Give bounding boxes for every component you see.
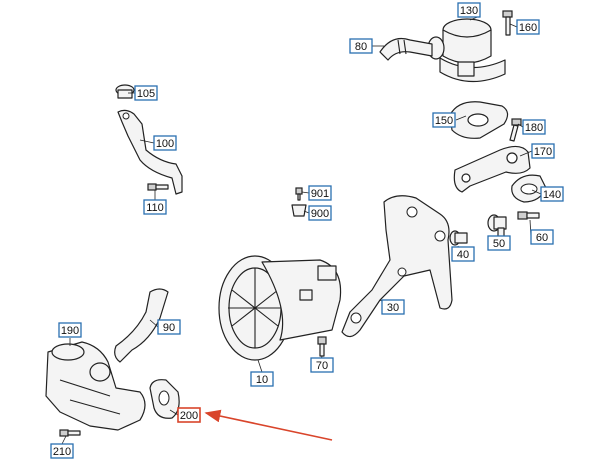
svg-text:105: 105 [137, 88, 155, 100]
bolt-180 [509, 118, 522, 142]
bolt-210 [59, 429, 81, 437]
connector-900 [291, 204, 307, 217]
callout-140[interactable]: 140 [540, 186, 564, 202]
callout-10[interactable]: 10 [250, 371, 274, 387]
callout-180[interactable]: 180 [522, 119, 546, 135]
hose-80 [379, 37, 433, 61]
gasket-200 [149, 379, 180, 419]
bolt-110 [147, 183, 169, 191]
callout-80[interactable]: 80 [349, 38, 373, 54]
callout-70[interactable]: 70 [310, 357, 334, 373]
hose-90 [114, 288, 169, 363]
svg-text:80: 80 [355, 41, 367, 53]
svg-text:10: 10 [256, 374, 268, 386]
svg-text:30: 30 [387, 302, 399, 314]
callout-100[interactable]: 100 [153, 135, 177, 151]
svg-text:90: 90 [163, 322, 175, 334]
air-valve-130 [427, 18, 506, 83]
svg-text:150: 150 [435, 115, 453, 127]
callout-110[interactable]: 110 [143, 199, 167, 215]
bolt-70 [317, 336, 327, 357]
svg-text:110: 110 [146, 202, 164, 214]
cap-105 [115, 84, 135, 99]
callout-901[interactable]: 901 [308, 185, 332, 201]
callout-30[interactable]: 30 [381, 299, 405, 315]
callout-50[interactable]: 50 [487, 235, 511, 251]
callout-190[interactable]: 190 [58, 322, 82, 338]
callout-105[interactable]: 105 [134, 85, 158, 101]
bracket-30 [341, 195, 453, 338]
bolt-160 [502, 10, 513, 36]
svg-text:200: 200 [180, 410, 198, 422]
bracket-170 [453, 145, 531, 193]
bolt-60 [517, 211, 540, 220]
callout-200[interactable]: 200 [177, 407, 201, 423]
callout-40[interactable]: 40 [451, 246, 475, 262]
svg-text:50: 50 [493, 238, 505, 250]
svg-text:210: 210 [53, 446, 71, 458]
gasket-150 [449, 101, 509, 139]
callout-170[interactable]: 170 [531, 143, 555, 159]
spacer-50 [487, 214, 507, 241]
highlight-arrow-icon [204, 409, 333, 441]
callout-900[interactable]: 900 [308, 205, 332, 221]
svg-text:70: 70 [316, 360, 328, 372]
bracket-100 [117, 109, 183, 195]
callout-160[interactable]: 160 [516, 19, 540, 35]
spacer-40 [449, 230, 468, 246]
air-pump-10 [218, 255, 342, 361]
gasket-140 [511, 174, 547, 203]
svg-text:170: 170 [534, 146, 552, 158]
svg-text:40: 40 [457, 249, 469, 261]
svg-text:901: 901 [311, 188, 329, 200]
callout-150[interactable]: 150 [432, 112, 456, 128]
svg-text:180: 180 [525, 122, 543, 134]
valve-190 [45, 341, 146, 431]
callout-90[interactable]: 90 [157, 319, 181, 335]
svg-text:140: 140 [543, 189, 561, 201]
svg-text:160: 160 [519, 22, 537, 34]
svg-text:130: 130 [460, 5, 478, 17]
callout-130[interactable]: 130 [457, 2, 481, 18]
callout-210[interactable]: 210 [50, 443, 74, 459]
svg-text:900: 900 [311, 208, 329, 220]
svg-text:190: 190 [61, 325, 79, 337]
connector-901 [295, 187, 303, 201]
svg-text:60: 60 [536, 232, 548, 244]
callout-60[interactable]: 60 [530, 229, 554, 245]
svg-text:100: 100 [156, 138, 174, 150]
